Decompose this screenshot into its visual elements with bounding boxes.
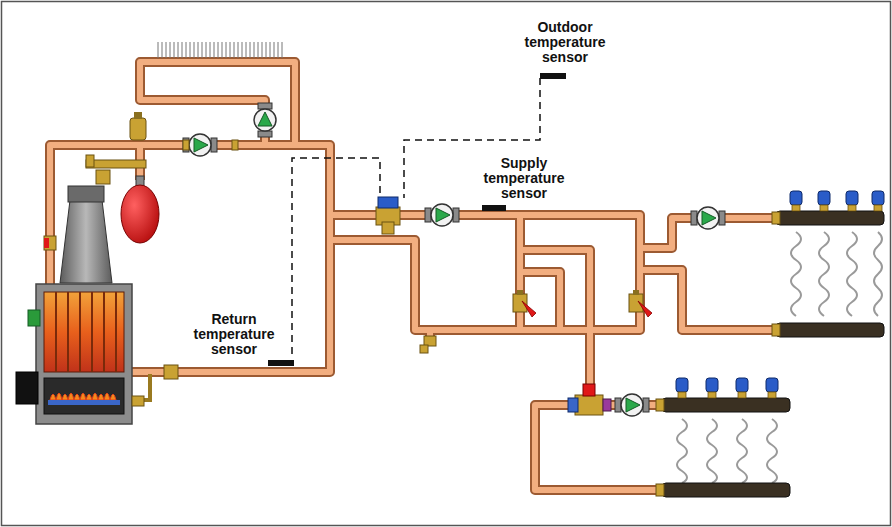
ball-valve bbox=[629, 290, 652, 317]
sensor-label: Supply temperature sensor bbox=[472, 155, 576, 202]
radiant-manifold bbox=[656, 378, 790, 497]
supply-sensor bbox=[482, 205, 506, 211]
expansion-tank bbox=[121, 176, 159, 243]
outdoor-sensor bbox=[540, 73, 566, 79]
boiler bbox=[16, 186, 132, 424]
circulator-pump bbox=[254, 103, 276, 137]
return-sensor bbox=[268, 360, 294, 366]
sensor-label: Return temperature sensor bbox=[182, 311, 286, 358]
mixing-valve bbox=[568, 384, 611, 415]
ball-valve bbox=[513, 290, 536, 317]
copper-pipe bbox=[50, 62, 778, 490]
drain-valve bbox=[420, 336, 436, 353]
flange-valve bbox=[183, 140, 189, 150]
circulator-pump bbox=[183, 134, 217, 156]
circulator-pump bbox=[425, 204, 459, 226]
radiant-manifold bbox=[772, 191, 884, 337]
copper-pipe-outline bbox=[50, 62, 778, 490]
flange-valve bbox=[232, 140, 238, 150]
fin-tube-baseboard bbox=[158, 42, 282, 58]
sensor-label: Outdoor temperature sensor bbox=[513, 19, 617, 66]
circulator-pump bbox=[615, 394, 649, 416]
mixing-valve bbox=[376, 197, 400, 234]
boiler-fittings bbox=[44, 112, 178, 406]
sensor-wire bbox=[292, 78, 540, 354]
circulator-pump bbox=[691, 207, 725, 229]
